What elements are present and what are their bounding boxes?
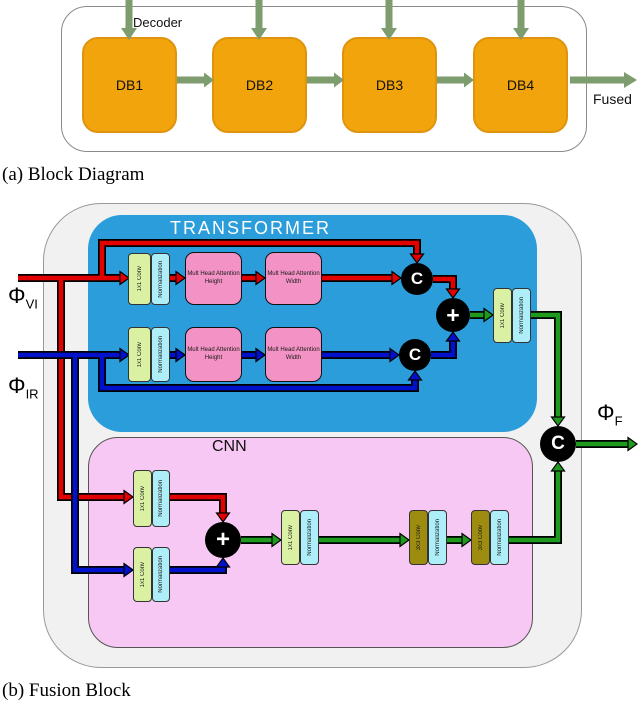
- conv3x3-block-cnn-2: 3x3 Conv: [471, 510, 490, 565]
- phi-ir-label: ΦIR: [8, 373, 39, 402]
- normalization-block-ir-cnn: Normalization: [152, 547, 170, 602]
- db2-block: DB2: [212, 37, 307, 133]
- concat-circle-ir: C: [399, 339, 431, 371]
- concat-circle-output: C: [540, 426, 576, 462]
- conv1x1-block-ir-cnn: 1x1 Conv: [133, 547, 152, 602]
- caption-b: (b) Fusion Block: [2, 680, 131, 701]
- normalization-block-cnn-1: Normalization: [428, 510, 447, 565]
- normalization-block-cnn-mid: Normalization: [300, 510, 319, 565]
- mha-height-block-vi: Mult Head Attention Height: [185, 252, 242, 305]
- normalization-block-cnn-2: Normalization: [490, 510, 509, 565]
- mha-height-block-ir: Mult Head Attention Height: [185, 327, 242, 382]
- transformer-box: [88, 215, 537, 432]
- conv3x3-block-cnn-1: 3x3 Conv: [409, 510, 428, 565]
- db4-block: DB4: [473, 37, 568, 133]
- decoder-label: Decoder: [133, 15, 183, 30]
- transformer-title: TRANSFORMER: [170, 218, 331, 238]
- concat-circle-vi: C: [401, 263, 433, 295]
- conv1x1-block-ir-transformer: 1x1 Conv: [128, 327, 151, 382]
- conv1x1-block-vi-transformer: 1x1 Conv: [128, 253, 151, 305]
- conv1x1-block-cnn-mid: 1x1 Conv: [281, 510, 300, 565]
- caption-a: (a) Block Diagram: [2, 164, 145, 185]
- cnn-title: CNN: [212, 438, 247, 455]
- phi-vi-label: ΦVI: [8, 283, 38, 312]
- mha-width-block-ir: Mult Head Attention Width: [265, 327, 322, 382]
- db1-block: DB1: [82, 37, 177, 133]
- db3-block: DB3: [342, 37, 437, 133]
- conv1x1-block-vi-cnn: 1x1 Conv: [133, 470, 152, 527]
- mha-width-block-vi: Mult Head Attention Width: [265, 252, 322, 305]
- add-circle-transformer: +: [436, 298, 470, 332]
- normalization-block-vi-cnn: Normalization: [152, 470, 170, 527]
- normalization-block-ir-transformer: Normalization: [151, 327, 170, 382]
- conv1x1-block-transformer-out: 1x1 Conv: [493, 288, 512, 343]
- normalization-block-transformer-out: Normalization: [512, 288, 531, 343]
- fused-output-label: Fused: [593, 91, 632, 107]
- normalization-block-vi-transformer: Normalization: [151, 253, 170, 305]
- phi-f-label: ΦF: [597, 400, 623, 429]
- add-circle-cnn: +: [205, 522, 241, 558]
